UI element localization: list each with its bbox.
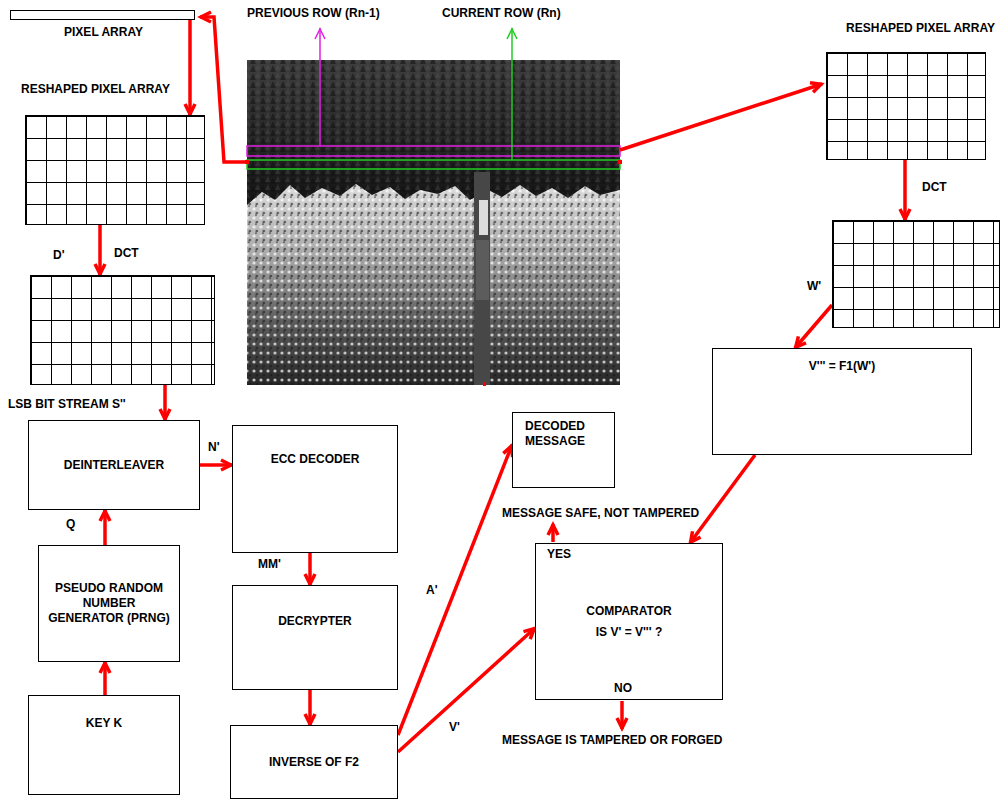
row-marker (483, 382, 486, 386)
row-marker (618, 160, 622, 164)
photo-ground (247, 60, 620, 385)
comparator-box: COMPARATOR IS V' = V''' ? (535, 543, 723, 700)
process-box: V''' = F1(W') (712, 348, 972, 455)
flow-arrow (188, 20, 192, 115)
box-text: KEY K (86, 716, 122, 731)
result-label: MESSAGE IS TAMPERED OR FORGED (500, 733, 724, 747)
box-text: IS V' = V''' ? (596, 625, 662, 640)
row-label: PREVIOUS ROW (Rn-1) (245, 6, 382, 20)
row-to-reshaped-arrow (620, 84, 822, 150)
edge-label: MM' (256, 557, 283, 571)
process-box: KEY K (28, 695, 180, 795)
dct-grid: D' (30, 275, 215, 385)
flow-arrow (103, 662, 107, 695)
box-text: DECRYPTER (278, 614, 352, 629)
box-text: INVERSE OF F2 (269, 755, 359, 770)
frosted-forest-texture (247, 184, 620, 385)
process-box: DECRYPTER (232, 585, 398, 690)
process-box: INVERSE OF F2 (230, 725, 398, 799)
process-box: PSEUDO RANDOM NUMBER GENERATOR (PRNG) (38, 545, 180, 662)
previous-row-pointer (319, 28, 321, 146)
row-to-pixel-array-arrow (200, 17, 247, 162)
dark-forest (247, 60, 620, 200)
no-arrow (620, 701, 624, 729)
process-box: ECC DECODER (232, 425, 398, 553)
flow-arrow (200, 463, 232, 467)
branch-label: NO (612, 681, 634, 695)
current-row-pointer (511, 28, 513, 160)
array-heading: PIXEL ARRAY (11, 25, 196, 40)
embedding-strip-light (479, 200, 488, 235)
box-text: PSEUDO RANDOM NUMBER GENERATOR (PRNG) (45, 581, 173, 626)
current-row-band (247, 160, 620, 169)
edge-label: A' (424, 583, 440, 597)
flow-arrow (690, 455, 755, 543)
flow-arrow (98, 225, 102, 275)
flow-arrow (308, 690, 312, 725)
frosted-forest (247, 184, 620, 385)
yes-arrow (551, 524, 555, 542)
edge-label: V' (447, 720, 462, 734)
embedding-strip (474, 172, 490, 385)
embedding-strip-mid (476, 240, 489, 300)
pixel-grid: RESHAPED PIXEL ARRAY (25, 115, 205, 225)
box-text: COMPARATOR (586, 604, 671, 619)
box-text: V''' = F1(W') (809, 359, 875, 374)
edge-label: DCT (112, 246, 141, 260)
array-heading: RESHAPED PIXEL ARRAY (21, 82, 170, 97)
edge-label: DCT (920, 180, 949, 194)
box-text: DECODED MESSAGE (525, 419, 608, 449)
result-label: MESSAGE SAFE, NOT TAMPERED (500, 506, 701, 520)
array-heading: W' (807, 279, 821, 294)
edge-label: LSB BIT STREAM S'' (6, 397, 128, 411)
array-heading: RESHAPED PIXEL ARRAY (846, 21, 995, 36)
pixel-grid: RESHAPED PIXEL ARRAY (826, 52, 986, 160)
flow-arrow (795, 305, 832, 348)
box-text: ECC DECODER (271, 452, 360, 467)
process-box: DEINTERLEAVER (28, 420, 200, 510)
dark-forest-texture (247, 60, 620, 200)
previous-row-band (247, 146, 620, 156)
flow-arrow (163, 385, 167, 420)
flow-arrow (308, 553, 312, 585)
box-text: DEINTERLEAVER (64, 458, 164, 473)
flow-arrow (398, 445, 512, 735)
branch-label: YES (545, 547, 573, 561)
row-label: CURRENT ROW (Rn) (440, 6, 563, 20)
array-heading: D' (53, 248, 65, 263)
edge-label: Q (64, 517, 77, 531)
pixel-array-bar: PIXEL ARRAY (10, 10, 195, 20)
dct-grid: W' (832, 220, 1000, 328)
flow-arrow (103, 510, 107, 545)
output-box: DECODED MESSAGE (512, 412, 615, 488)
edge-label: N' (206, 440, 222, 454)
flow-arrow (903, 160, 907, 220)
